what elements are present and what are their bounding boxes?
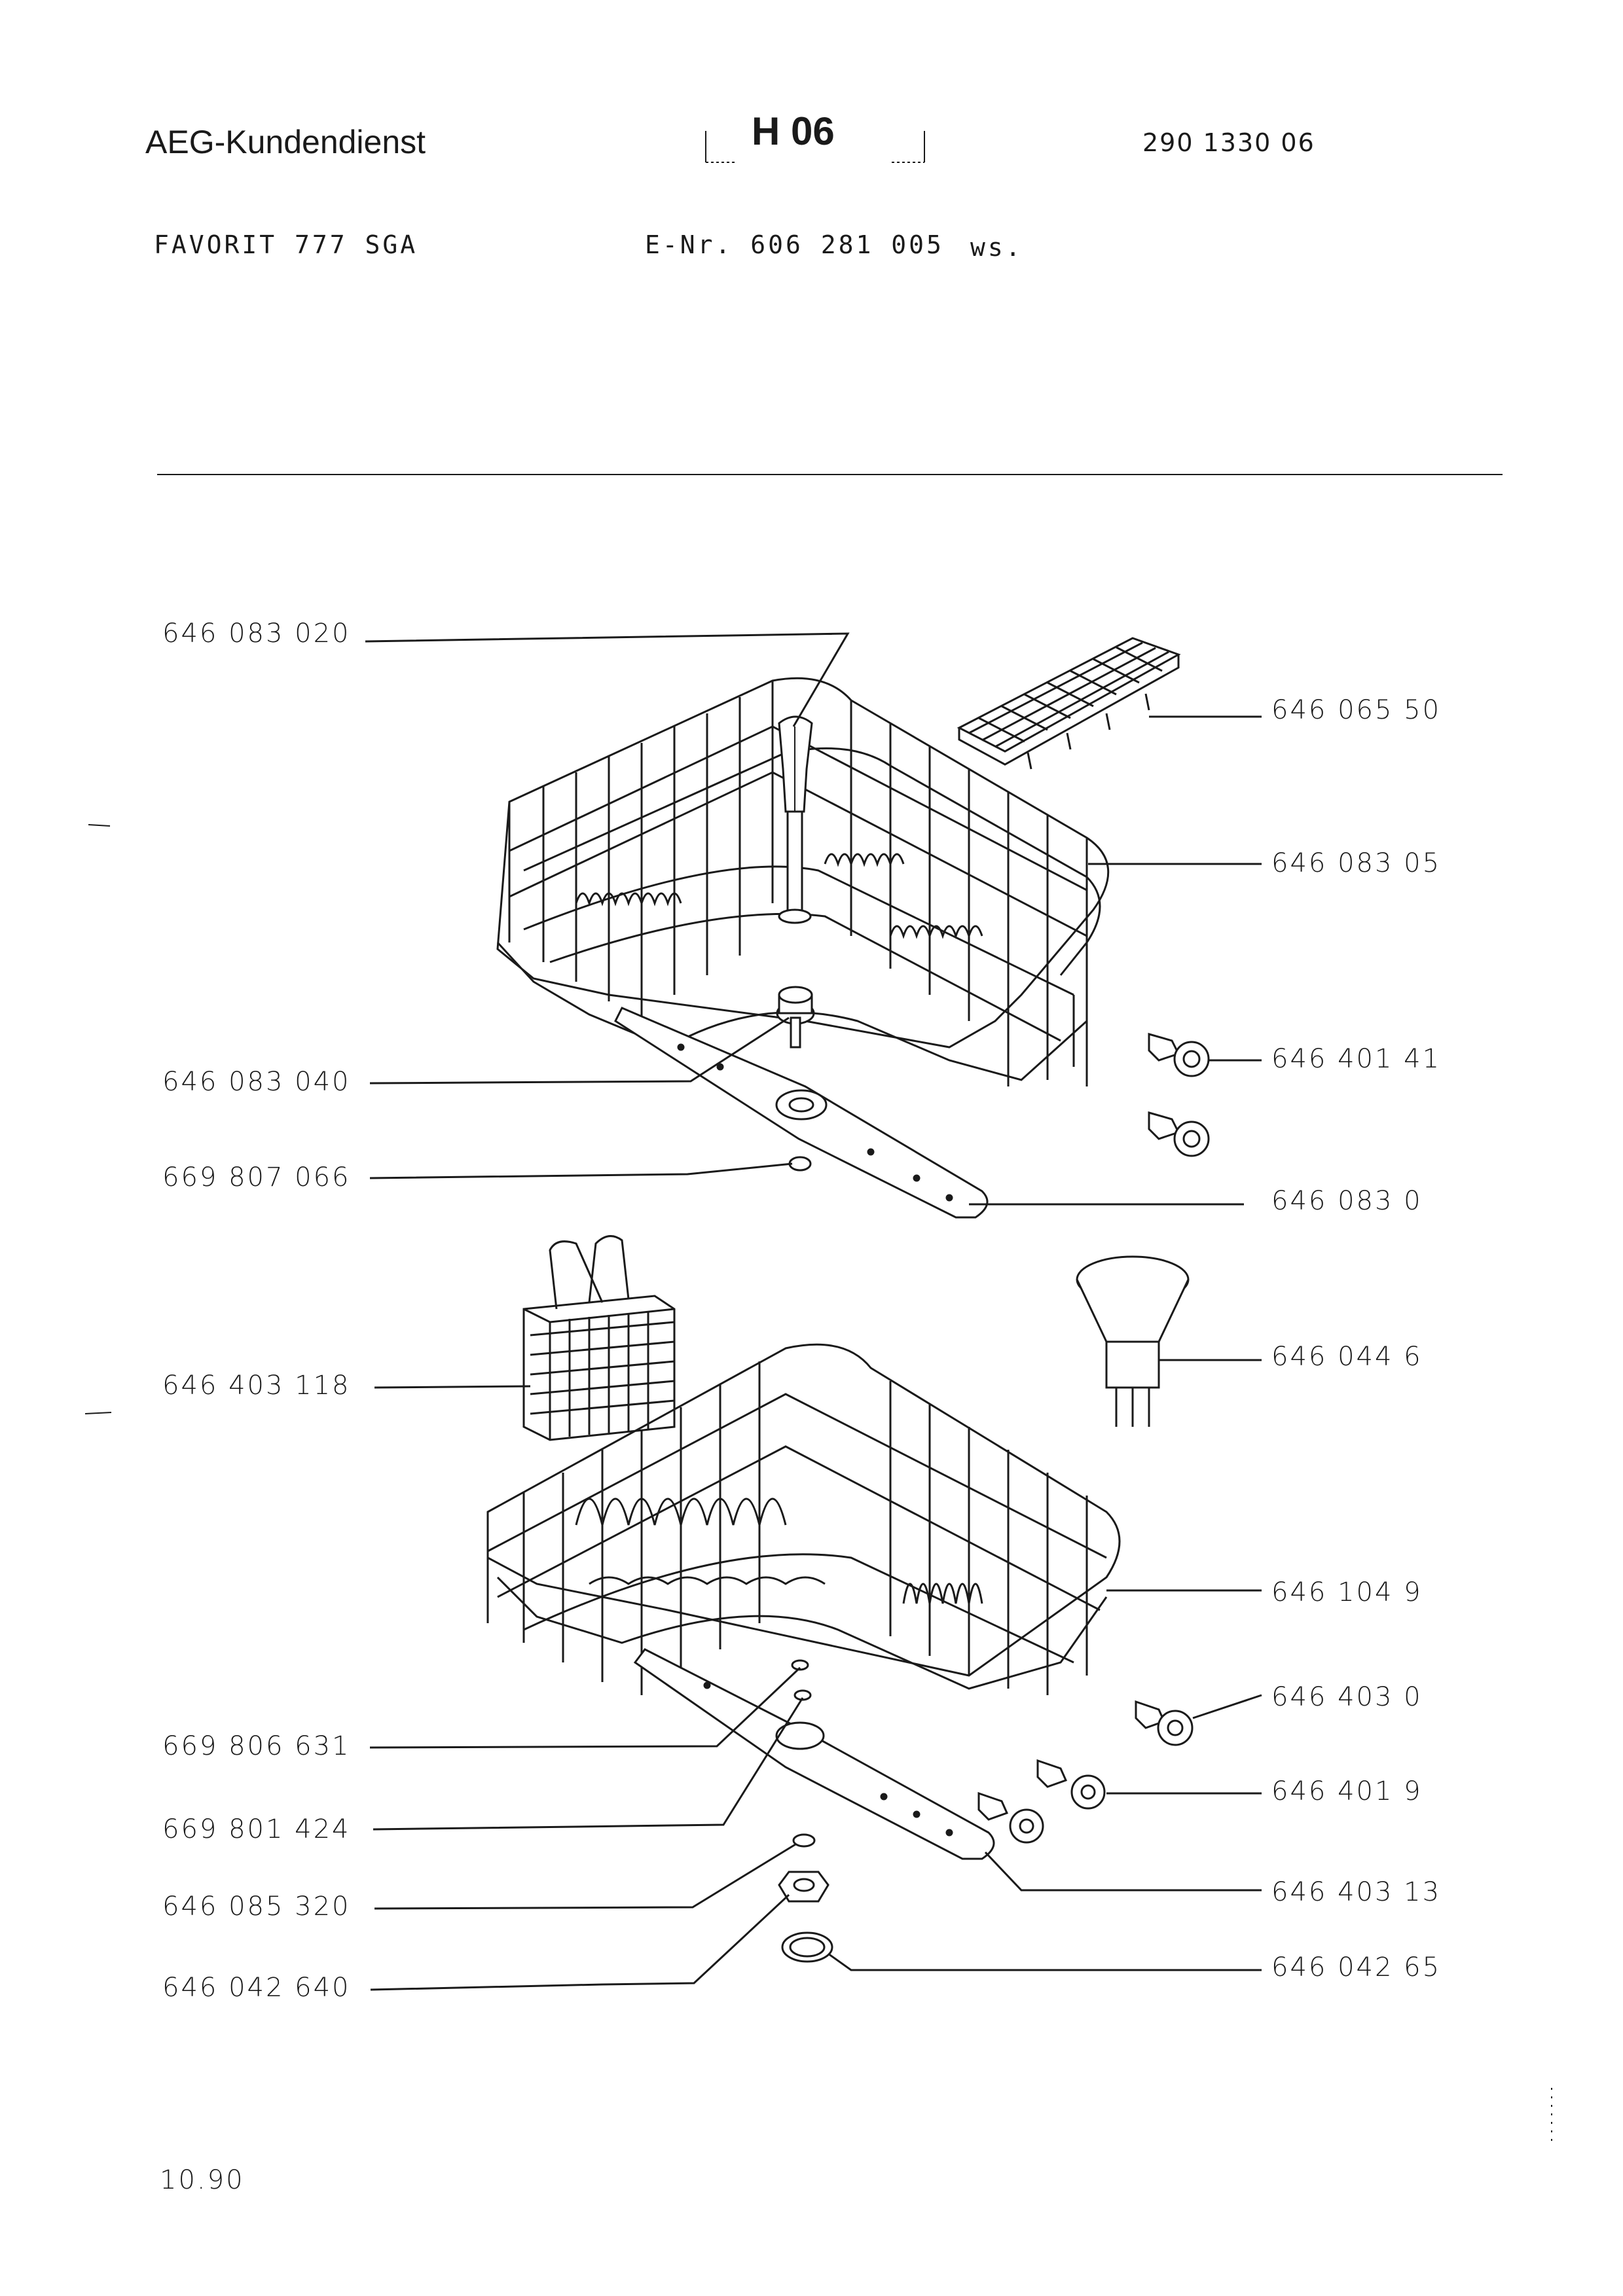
- snap-ring: [781, 1931, 833, 1963]
- part-label-right-7: 646 403 0: [1271, 1682, 1423, 1712]
- part-label-left-5: 669 806 631: [162, 1731, 351, 1761]
- upper-spray-tube: [778, 715, 813, 924]
- part-label-left-7: 646 085 320: [162, 1892, 351, 1922]
- lower-spray-arm: [633, 1648, 995, 1860]
- washer-small: [788, 1156, 812, 1172]
- hex-nut: [778, 1871, 830, 1903]
- margin-mark: [84, 1412, 112, 1414]
- seal-ring-2: [793, 1689, 812, 1701]
- part-label-left-8: 646 042 640: [162, 1973, 351, 2003]
- lower-basket: [486, 1343, 1121, 1695]
- color-code: ws.: [970, 233, 1023, 262]
- brand-title: AEG-Kundendienst: [145, 124, 426, 160]
- model-name: FAVORIT 777 SGA: [154, 230, 418, 259]
- part-label-right-1: 646 065 50: [1271, 695, 1442, 725]
- footer-date: 10.90: [160, 2165, 245, 2195]
- document-number: 290 1330 06: [1142, 128, 1315, 157]
- upper-basket: [496, 677, 1110, 1086]
- basket-wheels-upper: [1148, 1033, 1210, 1157]
- part-label-left-2: 646 083 040: [162, 1067, 351, 1097]
- margin-mark: [88, 824, 111, 827]
- section-code-bracket: [705, 131, 925, 163]
- part-label-left-3: 669 807 066: [162, 1162, 351, 1193]
- part-label-right-9: 646 403 13: [1271, 1877, 1442, 1907]
- basket-wheels-lower: [977, 1700, 1194, 1844]
- part-label-right-3: 646 401 41: [1271, 1044, 1442, 1074]
- part-label-right-10: 646 042 65: [1271, 1952, 1442, 1982]
- section-code: H 06: [752, 109, 835, 153]
- part-label-right-4: 646 083 0: [1271, 1186, 1423, 1216]
- part-label-left-4: 646 403 118: [162, 1371, 351, 1401]
- e-number: E-Nr. 606 281 005: [645, 230, 944, 259]
- part-label-right-2: 646 083 05: [1271, 848, 1442, 878]
- funnel: [1076, 1255, 1190, 1427]
- part-label-right-6: 646 104 9: [1271, 1577, 1423, 1607]
- upper-spray-arm: [614, 1007, 989, 1219]
- seal-ring-1: [791, 1659, 809, 1671]
- part-label-right-5: 646 044 6: [1271, 1342, 1423, 1372]
- upper-arm-nut: [776, 986, 815, 1049]
- leader-lines: [365, 632, 1262, 1991]
- cutlery-basket: [522, 1235, 676, 1441]
- part-label-right-8: 646 401 9: [1271, 1776, 1423, 1806]
- washer-lower: [792, 1833, 816, 1848]
- part-label-left-6: 669 801 424: [162, 1814, 351, 1844]
- part-label-left-1: 646 083 020: [162, 619, 351, 649]
- cutlery-tray: [957, 637, 1181, 770]
